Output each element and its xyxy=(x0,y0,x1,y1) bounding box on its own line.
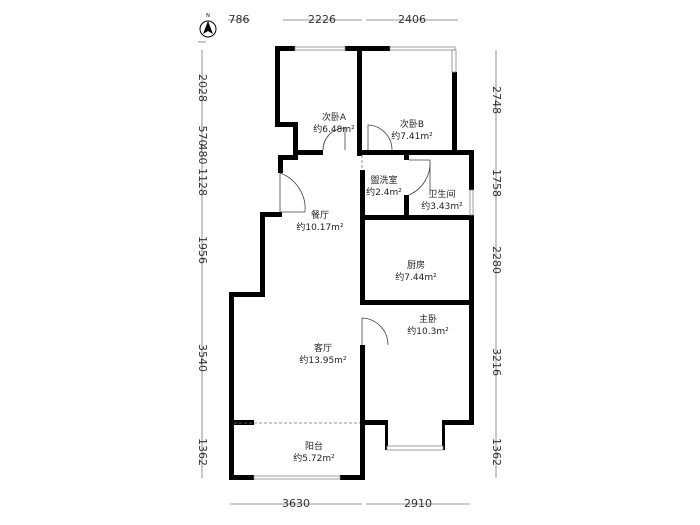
svg-text:阳台: 阳台 xyxy=(305,440,323,452)
svg-text:卫生间: 卫生间 xyxy=(428,188,455,200)
svg-text:1362: 1362 xyxy=(490,438,503,466)
svg-text:厨房: 厨房 xyxy=(407,259,425,271)
svg-text:次卧B: 次卧B xyxy=(400,118,424,130)
svg-text:约6.48m²: 约6.48m² xyxy=(313,123,355,135)
svg-text:2226: 2226 xyxy=(308,13,336,26)
svg-text:次卧A: 次卧A xyxy=(322,111,347,123)
svg-text:约10.17m²: 约10.17m² xyxy=(296,221,344,233)
svg-text:1956: 1956 xyxy=(196,236,209,264)
svg-text:餐厅: 餐厅 xyxy=(311,209,329,221)
svg-text:约7.44m²: 约7.44m² xyxy=(395,271,437,283)
walls xyxy=(229,46,474,480)
svg-text:2406: 2406 xyxy=(398,13,426,26)
doors xyxy=(279,124,431,346)
dimension-lines xyxy=(198,19,497,505)
svg-text:2280: 2280 xyxy=(490,246,503,274)
svg-text:2028: 2028 xyxy=(196,74,209,102)
svg-text:约13.95m²: 约13.95m² xyxy=(299,354,347,366)
svg-text:3630: 3630 xyxy=(282,497,310,510)
svg-text:786: 786 xyxy=(229,13,250,26)
svg-text:客厅: 客厅 xyxy=(314,342,332,354)
svg-text:1128: 1128 xyxy=(196,168,209,196)
svg-text:480: 480 xyxy=(196,144,209,165)
svg-text:约2.4m²: 约2.4m² xyxy=(366,186,402,198)
windows xyxy=(234,46,474,480)
svg-text:3216: 3216 xyxy=(490,348,503,376)
svg-text:约3.43m²: 约3.43m² xyxy=(421,200,463,212)
svg-text:盥洗室: 盥洗室 xyxy=(370,174,397,186)
svg-text:1758: 1758 xyxy=(490,169,503,197)
svg-text:N: N xyxy=(206,13,210,19)
svg-text:2910: 2910 xyxy=(404,497,432,510)
svg-text:约10.3m²: 约10.3m² xyxy=(407,325,449,337)
svg-text:1362: 1362 xyxy=(196,438,209,466)
svg-text:2748: 2748 xyxy=(490,86,503,114)
compass-icon: N xyxy=(199,13,217,38)
svg-text:主卧: 主卧 xyxy=(419,313,437,325)
svg-text:3540: 3540 xyxy=(196,344,209,372)
svg-text:570: 570 xyxy=(196,126,209,147)
dimension-labels: 786 2226 2406 3630 2910 2028 570 480 112… xyxy=(196,13,503,510)
svg-text:约7.41m²: 约7.41m² xyxy=(391,130,433,142)
svg-text:约5.72m²: 约5.72m² xyxy=(293,452,335,464)
